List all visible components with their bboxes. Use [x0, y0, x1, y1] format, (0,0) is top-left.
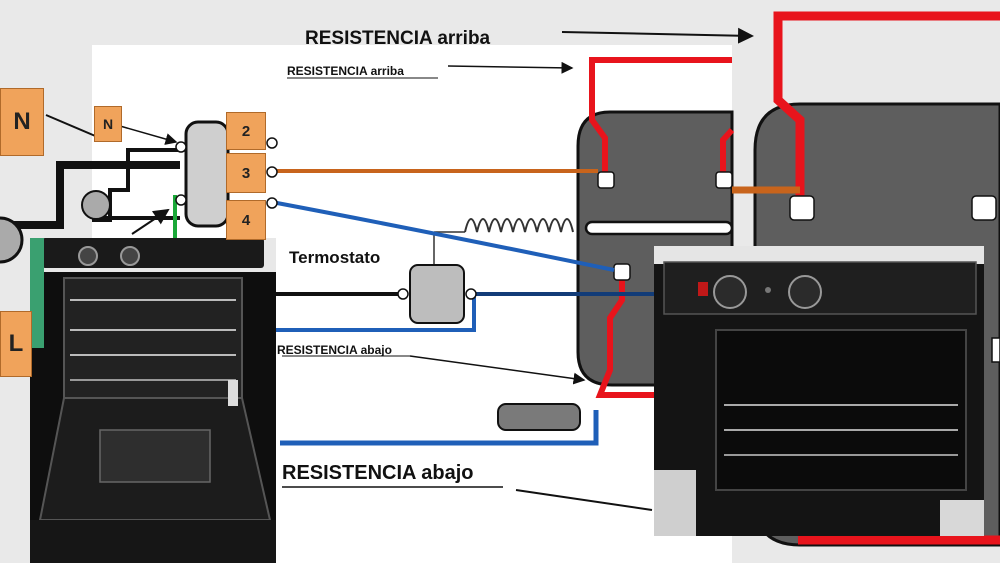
plug-circle-big — [0, 216, 24, 264]
blue-wire-bottom — [280, 410, 599, 446]
switch-lug — [266, 197, 278, 209]
photo-oven-closed — [654, 246, 984, 536]
label-resistencia-arriba-big: RESISTENCIA arriba — [305, 28, 491, 49]
red-wire-top — [589, 57, 732, 178]
thermostat-lug — [465, 288, 477, 300]
switch-body — [184, 120, 230, 228]
big-top-right-connector — [971, 195, 997, 221]
arrow-bottom-big — [515, 489, 653, 511]
terminal-3: 3 — [226, 153, 266, 193]
label-resistencia-abajo-small: RESISTENCIA abajo — [277, 343, 392, 357]
big-top-left-connector — [789, 195, 815, 221]
plug-circle-small — [81, 190, 111, 220]
top-right-connector — [715, 171, 733, 189]
terminal-l-big: L — [0, 311, 32, 377]
thermostat-body — [409, 264, 465, 324]
grill-coil — [464, 218, 574, 233]
arrow-n-big — [45, 114, 101, 139]
top-left-connector — [597, 171, 615, 189]
arrow-bottom-small — [409, 355, 586, 385]
bottom-connector — [613, 263, 631, 281]
arrow-ground — [131, 208, 170, 235]
label-resistencia-arriba-small: RESISTENCIA arriba — [287, 64, 404, 78]
red-wire-top-right — [720, 127, 735, 180]
red-wire-top-big — [773, 11, 1000, 205]
switch-lug — [175, 194, 187, 206]
arrow-n-small — [119, 125, 178, 145]
switch-lug — [266, 137, 278, 149]
switch-lug — [266, 166, 278, 178]
label-resistencia-abajo-big: RESISTENCIA abajo — [282, 462, 474, 484]
terminal-n-big: N — [0, 88, 44, 156]
oven-foot — [497, 403, 581, 431]
blue-wire-thermostat — [268, 294, 476, 332]
switch-lug — [175, 141, 187, 153]
arrow-top-small — [447, 61, 574, 74]
thermostat-lug — [397, 288, 409, 300]
photo-oven-open — [30, 238, 276, 563]
grill-lead — [433, 231, 465, 264]
grill-bar — [584, 220, 734, 236]
label-termostato: Termostato — [289, 248, 381, 267]
black-wire-big — [0, 161, 180, 229]
terminal-2: 2 — [226, 112, 266, 150]
arrow-top-big — [561, 27, 754, 44]
terminal-4: 4 — [226, 200, 266, 240]
blue-wire-diagonal — [276, 201, 615, 272]
terminal-n-small: N — [94, 106, 122, 142]
big-side-connector — [991, 337, 1000, 363]
